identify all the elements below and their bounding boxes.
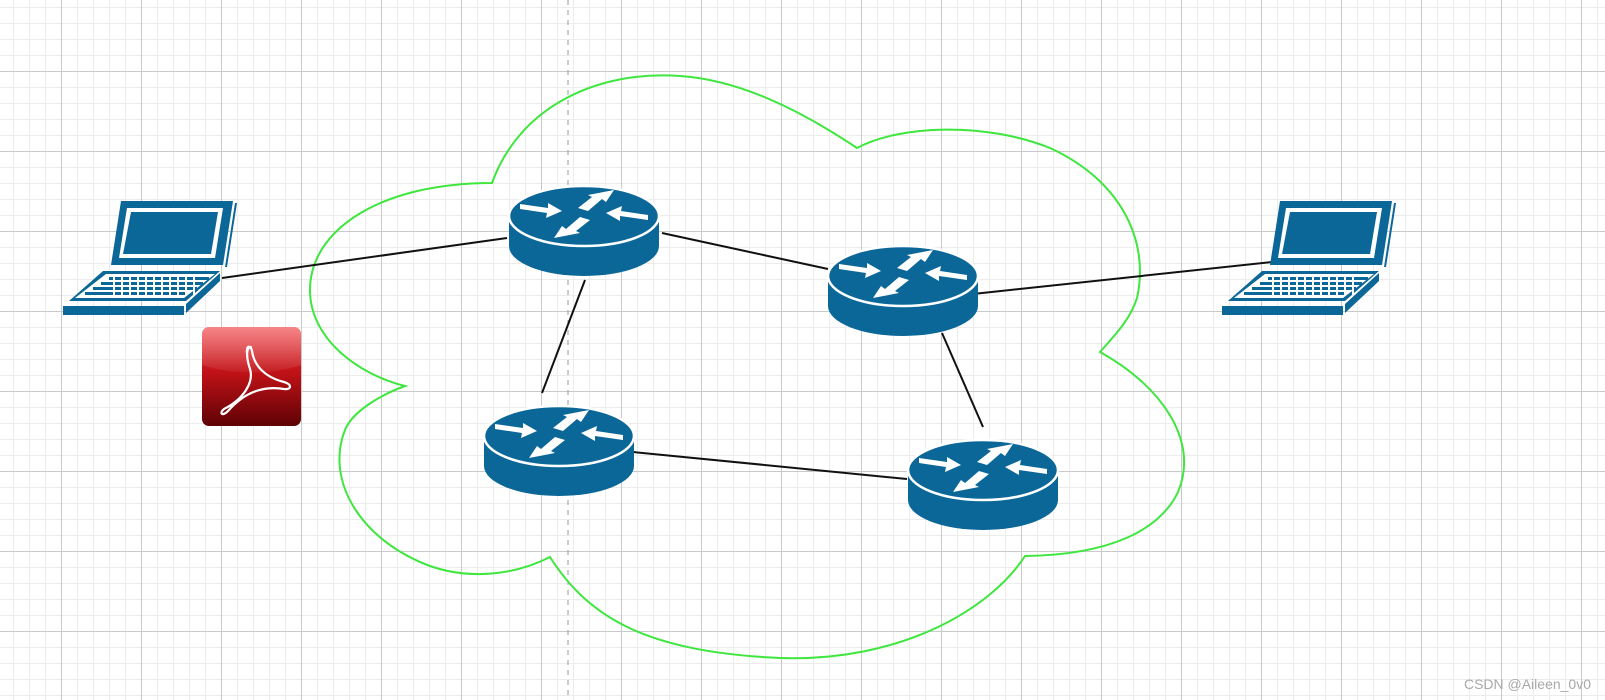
laptop-left[interactable] [63,201,237,315]
router-top-left[interactable] [507,184,661,278]
watermark-text: CSDN @Aileen_0v0 [1463,676,1591,692]
link-router-top-right-router-bottom-right[interactable] [941,332,984,428]
router-bottom-right[interactable] [906,438,1060,532]
pdf-icon[interactable] [202,327,301,426]
link-laptop-left-router-top-left[interactable] [221,237,508,279]
network-links [221,232,1273,480]
network-cloud[interactable] [308,74,1186,660]
link-router-top-right-laptop-right[interactable] [972,261,1273,295]
link-router-top-left-router-top-right[interactable] [661,232,829,270]
link-router-top-left-router-bottom-left[interactable] [541,279,586,394]
router-bottom-left[interactable] [482,404,636,498]
laptop-right[interactable] [1222,201,1396,315]
link-router-bottom-left-router-bottom-right[interactable] [632,451,908,480]
router-top-right[interactable] [826,244,980,338]
